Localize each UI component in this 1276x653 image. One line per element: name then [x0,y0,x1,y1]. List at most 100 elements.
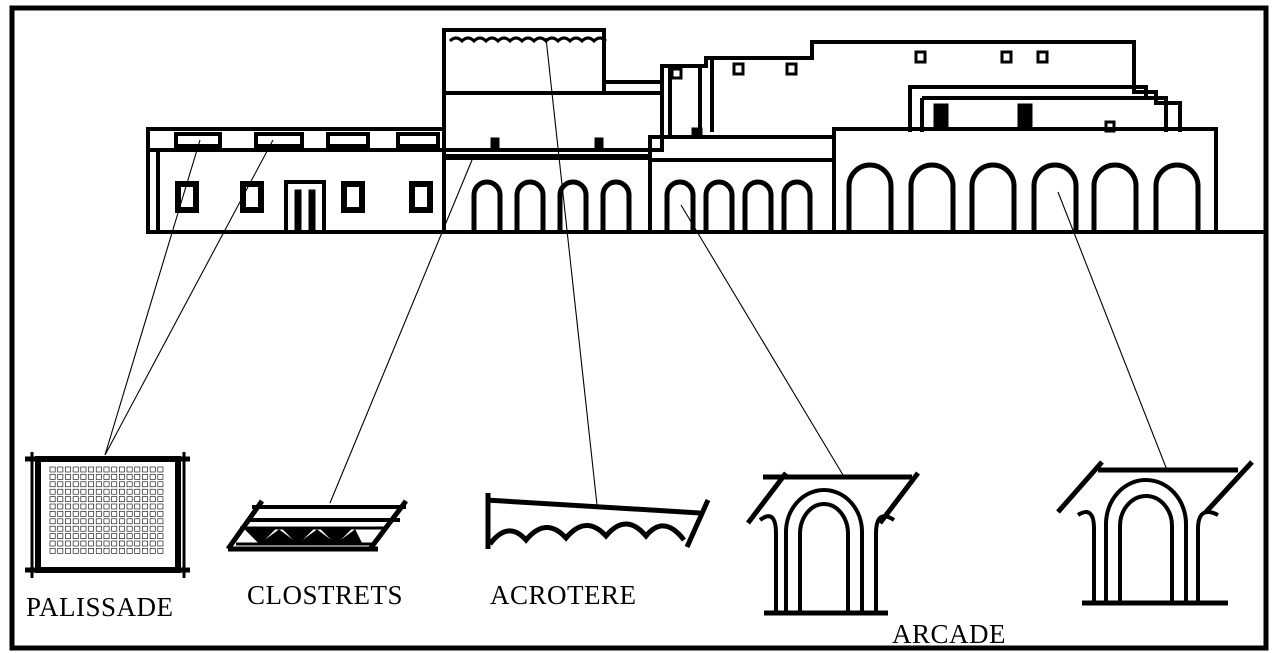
palissade-cell [119,474,125,480]
building-arch [908,162,956,230]
palissade-cell [126,533,133,539]
palissade-cell [149,496,156,502]
palissade-cell [49,496,56,502]
building-arch [600,179,632,230]
palissade-detail [25,452,190,578]
right-upper-volumes [648,40,1218,232]
palissade-cell [111,503,118,510]
palissade-cell [149,540,156,547]
building-arch [969,162,1017,230]
building-arch [1091,162,1139,230]
palissade-cell [142,466,148,473]
palissade-cell [149,511,156,517]
palissade-cell [126,518,133,525]
palissade-cell [65,533,71,539]
palissade-cell [49,540,56,547]
palissade-cell [49,518,56,525]
palissade-cell [119,496,125,502]
palissade-cell [80,503,87,510]
palissade-cell [111,496,118,502]
palissade-cell [134,496,141,502]
palissade-cell [103,548,110,554]
leader-lines [104,37,1168,506]
palissade-cell [88,511,94,517]
label-clostrets: CLOSTRETS [247,580,403,610]
palissade-cell [157,540,164,547]
palissade-cell [65,540,71,547]
palissade-cell [49,548,56,554]
palissade-cell [119,548,125,554]
palissade-cell [126,525,133,532]
palissade-cell [157,533,164,539]
palissade-cell [57,533,64,539]
palissade-grid [49,466,164,554]
palissade-cell [134,525,141,532]
palissade-cell [80,488,87,495]
palissade-cell [65,488,71,495]
palissade-cell [111,548,118,554]
palissade-cell [142,488,148,495]
palissade-cell [95,540,102,547]
building-arch [703,179,735,230]
palissade-cell [111,511,118,517]
palissade-cell [57,548,64,554]
palissade-cell [126,481,133,488]
palissade-cell [126,503,133,510]
label-palissade: PALISSADE [26,592,174,622]
palissade-cell [72,488,79,495]
palissade-cell [142,481,148,488]
building-arch [557,179,589,230]
palissade-cell [65,466,71,473]
palissade-cell [57,481,64,488]
palissade-cell [88,488,94,495]
label-acrotere: ACROTERE [490,580,637,610]
palissade-cell [88,474,94,480]
palissade-cell [57,525,64,532]
building-arch [514,179,546,230]
palissade-cell [126,496,133,502]
label-arcade: ARCADE [892,619,1006,649]
palissade-cell [95,511,102,517]
palissade-cell [95,533,102,539]
palissade-cell [72,548,79,554]
palissade-cell [95,481,102,488]
palissade-cell [49,503,56,510]
palissade-cell [111,533,118,539]
palissade-cell [134,540,141,547]
palissade-cell [142,548,148,554]
palissade-cell [111,474,118,480]
palissade-cell [157,466,164,473]
building-arch [846,162,894,230]
palissade-cell [95,548,102,554]
palissade-cell [65,503,71,510]
palissade-cell [149,548,156,554]
clostrets-detail [225,499,408,552]
palissade-cell [119,481,125,488]
palissade-cell [49,533,56,539]
palissade-cell [49,474,56,480]
palissade-cell [142,533,148,539]
palissade-cell [119,488,125,495]
palissade-cell [157,548,164,554]
palissade-cell [134,503,141,510]
palissade-cell [65,474,71,480]
arcade-detail-left [746,471,920,616]
palissade-cell [134,488,141,495]
palissade-cell [80,481,87,488]
palissade-cell [65,548,71,554]
palissade-cell [149,481,156,488]
palissade-cell [103,533,110,539]
palissade-cell [72,518,79,525]
palissade-cell [103,481,110,488]
left-building [146,127,446,234]
palissade-cell [57,488,64,495]
palissade-cell [72,533,79,539]
palissade-cell [95,466,102,473]
palissade-cell [119,533,125,539]
palissade-cell [80,548,87,554]
palissade-cell [119,518,125,525]
palissade-cell [72,496,79,502]
palissade-cell [142,503,148,510]
palissade-cell [149,525,156,532]
